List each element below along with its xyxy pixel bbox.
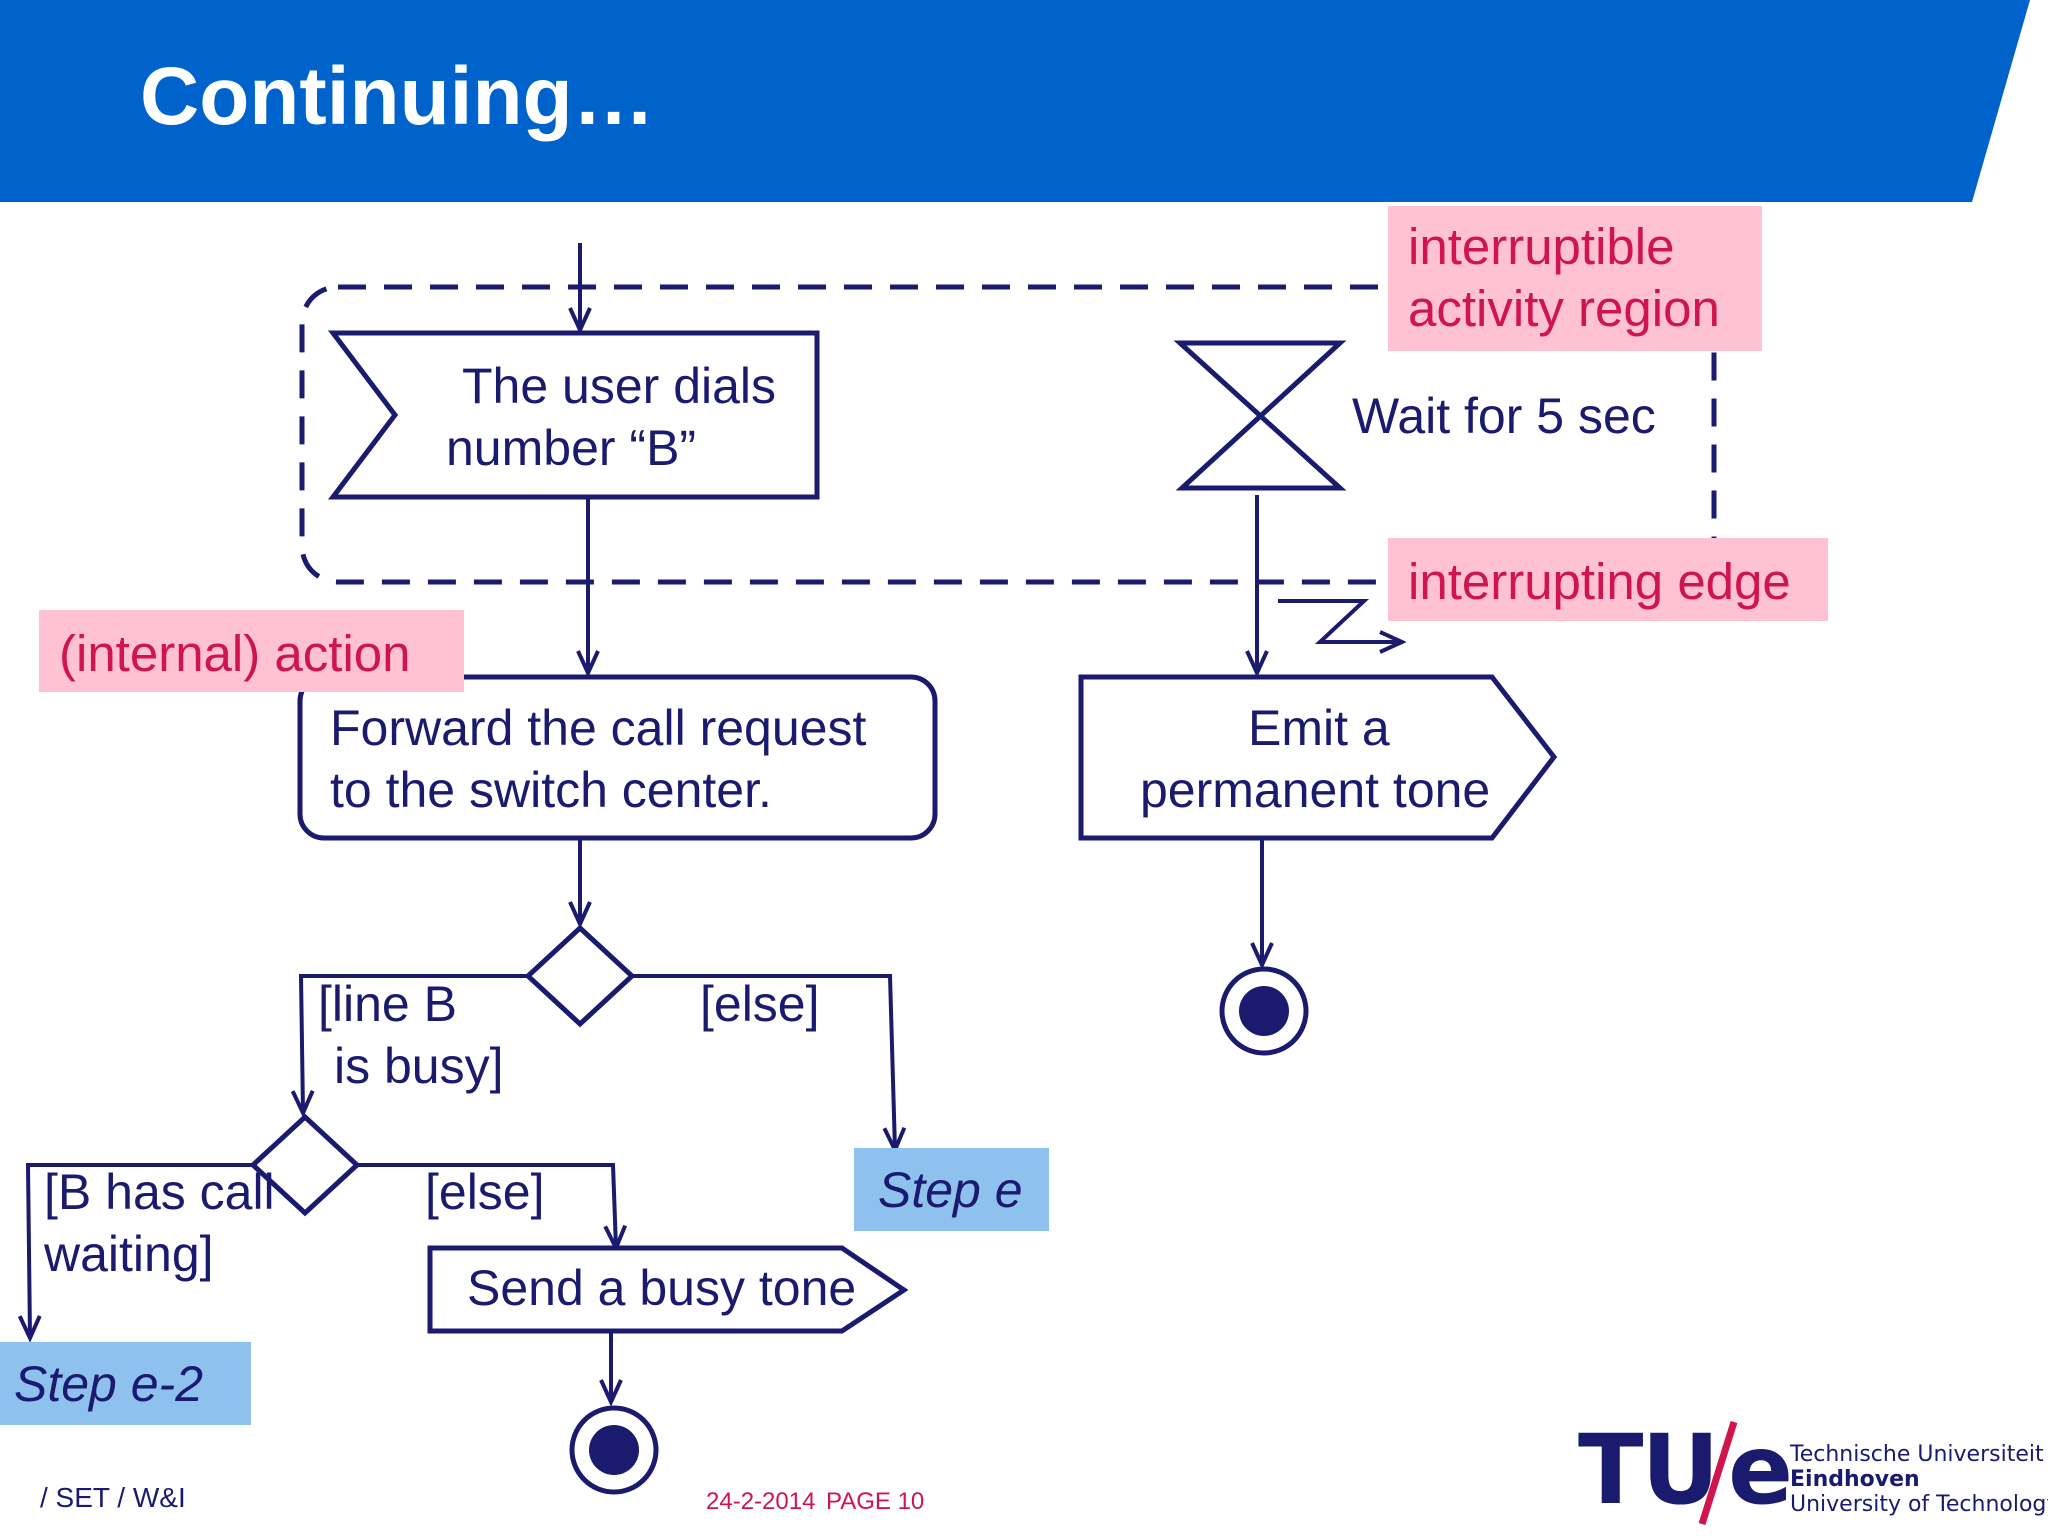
- emit-action-line-1: Emit a: [1248, 700, 1390, 756]
- hourglass-icon: [1173, 340, 1347, 491]
- logo-line-3: University of Technology: [1790, 1492, 2048, 1517]
- edge-else-top: [632, 974, 895, 1150]
- step-e-label: Step e: [854, 1148, 1049, 1231]
- decision-line-busy: [524, 924, 636, 1028]
- note-interruptible-region: interruptible activity region: [1388, 206, 1762, 351]
- note-internal-action: (internal) action: [39, 610, 464, 692]
- footer-page-number: PAGE 10: [826, 1488, 925, 1515]
- forward-action-line-1: Forward the call request: [330, 700, 867, 756]
- step-e2-label: Step e-2: [0, 1342, 251, 1425]
- logo-line-1: Technische Universiteit: [1790, 1442, 2044, 1467]
- footer-date: 24-2-2014: [706, 1488, 816, 1515]
- guard-line-busy-1: [line B: [318, 976, 457, 1032]
- edge-line-busy: [301, 974, 528, 1113]
- note-interruptible-line-1: interruptible: [1408, 218, 1675, 275]
- accept-action-line-2: number “B”: [446, 420, 697, 476]
- tue-logo: TU e Technische Universiteit Eindhoven U…: [1578, 1414, 2048, 1532]
- guard-else-top: [else]: [700, 976, 820, 1032]
- logo-tu-mark: TU: [1578, 1414, 1719, 1526]
- edge-call-waiting: [28, 1163, 253, 1338]
- logo-slash-icon: [1698, 1420, 1738, 1526]
- note-interruptible-line-2: activity region: [1408, 280, 1720, 338]
- guard-call-waiting-1: [B has call: [44, 1164, 275, 1220]
- accept-action-line-1: The user dials: [462, 358, 777, 414]
- edge-else-bottom: [357, 1163, 616, 1248]
- busy-signal-action: [427, 1245, 909, 1334]
- logo-line-2: Eindhoven: [1790, 1467, 1920, 1492]
- guard-else-bottom: [else]: [425, 1164, 545, 1220]
- emit-signal-action: [1078, 674, 1558, 841]
- forward-action-line-2: to the switch center.: [330, 762, 772, 818]
- emit-action-line-2: permanent tone: [1140, 762, 1491, 818]
- interruptible-region-boundary: [299, 284, 1717, 585]
- title-banner: [0, 0, 2030, 202]
- footer-department: / SET / W&I: [40, 1482, 186, 1513]
- forward-action: [297, 674, 938, 841]
- accept-event-action: [327, 330, 820, 500]
- guard-call-waiting-2: waiting]: [44, 1226, 214, 1282]
- decision-call-waiting: [249, 1113, 361, 1217]
- logo-e-mark: e: [1728, 1414, 1794, 1526]
- guard-line-busy-2: is busy]: [334, 1038, 504, 1094]
- interrupting-edge-icon: [1278, 599, 1402, 642]
- busy-action-label: Send a busy tone: [467, 1260, 857, 1316]
- note-interrupting-edge: interrupting edge: [1388, 538, 1828, 621]
- slide-title: Continuing…: [140, 51, 655, 142]
- wait-label: Wait for 5 sec: [1352, 388, 1656, 444]
